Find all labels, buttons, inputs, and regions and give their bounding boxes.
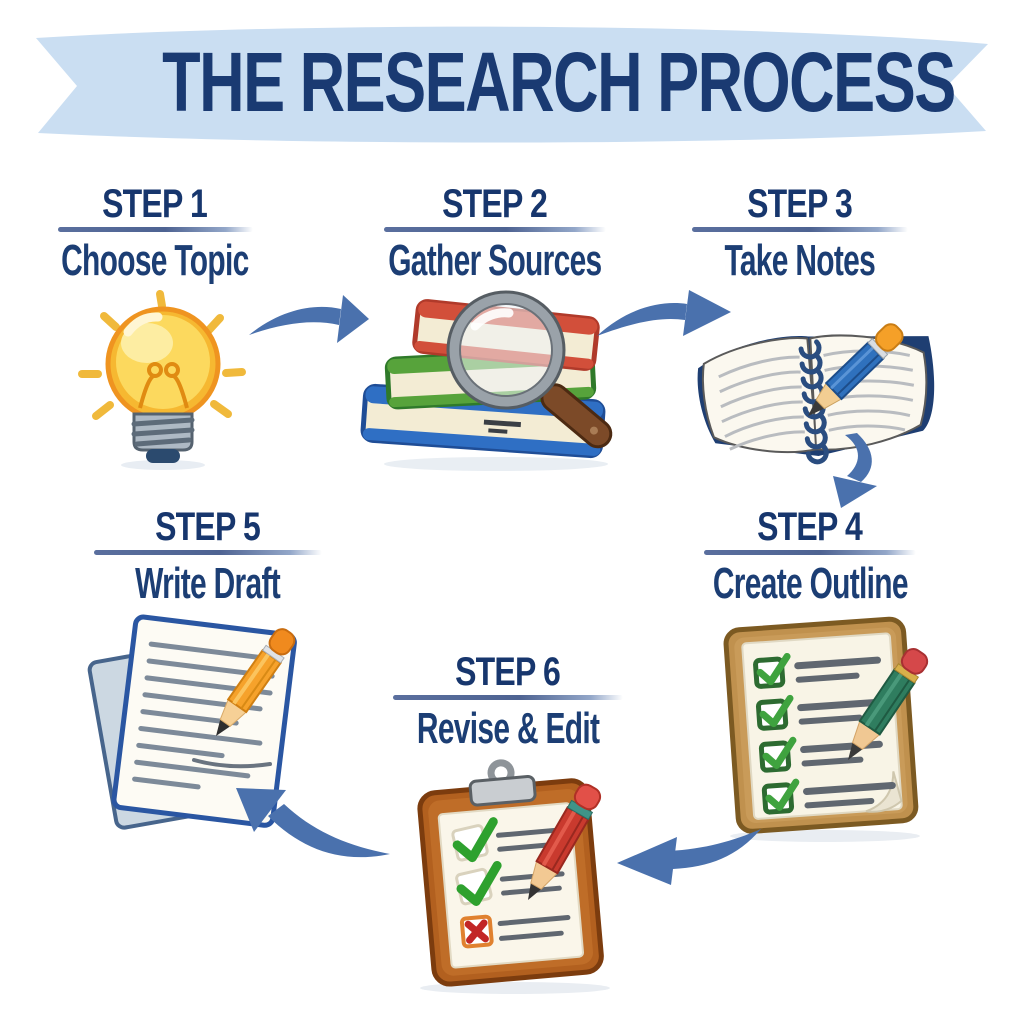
- step-6-label: STEP 6: [455, 650, 562, 694]
- magnifier: [446, 290, 613, 449]
- step-5-header: STEP 5 Write Draft: [38, 505, 378, 609]
- notebook-spiral: [798, 339, 829, 465]
- edit-checklist-rows: [451, 817, 571, 949]
- step-1-underline: [57, 227, 253, 232]
- step-1-label: STEP 1: [102, 182, 209, 226]
- step-5-underline: [94, 550, 322, 555]
- step-4-label: STEP 4: [757, 505, 864, 549]
- step-5-label: STEP 5: [155, 505, 262, 549]
- step-2-header: STEP 2 Gather Sources: [325, 182, 665, 286]
- step-4-underline: [704, 550, 916, 555]
- step-6-underline: [393, 695, 623, 700]
- flow-arrow-step4-step6-icon: [617, 829, 761, 885]
- step-3-label: STEP 3: [747, 182, 854, 226]
- books-magnifier-icon: [360, 290, 613, 471]
- banner: THE RESEARCH PROCESS: [30, 24, 994, 144]
- flow-arrow-step3-step4-icon: [833, 433, 877, 508]
- lightbulb-rays: [78, 290, 246, 420]
- flow-arrow-step2-step3-icon: [597, 290, 731, 336]
- blue-pencil: [808, 323, 904, 416]
- step-6-header: STEP 6 Revise & Edit: [338, 650, 678, 754]
- page-title: THE RESEARCH PROCESS: [162, 35, 956, 129]
- checklist-pencil-icon: [723, 616, 929, 842]
- step-1-title: Choose Topic: [61, 236, 249, 285]
- clipboard-pencil-icon: [417, 759, 610, 994]
- step-4-header: STEP 4 Create Outline: [640, 505, 980, 609]
- step-3-underline: [692, 227, 908, 232]
- step-2-title: Gather Sources: [388, 236, 602, 285]
- step-6-title: Revise & Edit: [416, 704, 600, 753]
- banner-ribbon: [36, 26, 988, 143]
- step-3-title: Take Notes: [724, 236, 876, 285]
- step-1-header: STEP 1 Choose Topic: [0, 182, 325, 286]
- notebook-pencil-icon: [697, 323, 935, 465]
- flow-arrow-step1-step2-icon: [249, 295, 369, 343]
- red-pencil: [528, 783, 602, 900]
- green-pencil: [848, 648, 929, 760]
- step-2-label: STEP 2: [442, 182, 549, 226]
- checklist-rows: [753, 652, 896, 815]
- step-2-underline: [384, 227, 606, 232]
- flow-arrow-step6-step5-icon: [236, 788, 390, 858]
- step-3-header: STEP 3 Take Notes: [630, 182, 970, 286]
- step-4-title: Create Outline: [712, 559, 909, 608]
- paper-pencil-icon: [87, 614, 297, 830]
- orange-pencil: [216, 628, 296, 736]
- step-5-title: Write Draft: [135, 559, 282, 608]
- lightbulb-icon: [78, 290, 246, 470]
